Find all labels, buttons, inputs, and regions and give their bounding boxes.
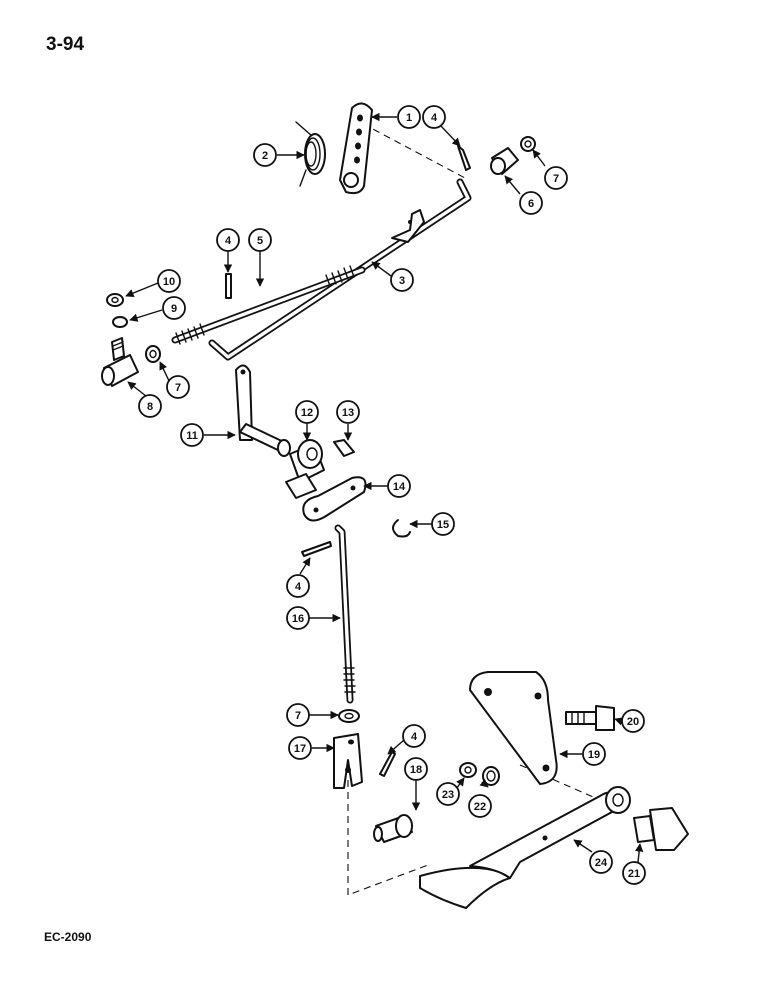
callout-10: 10 bbox=[157, 269, 181, 293]
svg-text:12: 12 bbox=[301, 407, 313, 419]
callout-17: 17 bbox=[288, 736, 312, 760]
svg-text:15: 15 bbox=[437, 519, 449, 531]
callout-5: 5 bbox=[248, 228, 272, 252]
callout-22: 22 bbox=[468, 794, 492, 818]
svg-text:4: 4 bbox=[431, 112, 438, 124]
hex-nut-top-part bbox=[520, 136, 536, 152]
svg-text:10: 10 bbox=[163, 276, 175, 288]
callout-3: 3 bbox=[390, 268, 414, 292]
svg-text:4: 4 bbox=[411, 731, 418, 743]
callout-6: 6 bbox=[519, 191, 543, 215]
callout-16: 16 bbox=[286, 606, 310, 630]
svg-text:18: 18 bbox=[410, 764, 422, 776]
cotter-pin-top-part bbox=[457, 145, 471, 171]
callout-leaders bbox=[125, 112, 644, 863]
callout-7-top: 7 bbox=[544, 166, 568, 190]
svg-text:16: 16 bbox=[292, 613, 304, 625]
pedal-part bbox=[419, 786, 631, 909]
vertical-rod-part bbox=[334, 524, 356, 704]
callout-8: 8 bbox=[138, 394, 162, 418]
hex-nut-left-part bbox=[145, 345, 161, 363]
lever-plate-part bbox=[339, 102, 373, 195]
callout-4-left: 4 bbox=[216, 228, 240, 252]
figure-code: EC-2090 bbox=[44, 930, 92, 944]
lever-arm-part bbox=[235, 364, 291, 457]
swivel-block-part bbox=[101, 337, 139, 387]
callout-21: 21 bbox=[622, 861, 646, 885]
nut-lower-part bbox=[459, 762, 477, 778]
long-rod-part bbox=[208, 178, 472, 361]
svg-text:22: 22 bbox=[474, 801, 486, 813]
callout-15: 15 bbox=[431, 512, 455, 536]
svg-text:19: 19 bbox=[588, 749, 600, 761]
callout-4-mid: 4 bbox=[286, 574, 310, 598]
svg-text:14: 14 bbox=[393, 481, 406, 493]
callout-9: 9 bbox=[162, 296, 186, 320]
bolt-upper-part bbox=[565, 705, 615, 731]
callout-23: 23 bbox=[436, 782, 460, 806]
svg-text:9: 9 bbox=[171, 303, 177, 315]
svg-text:20: 20 bbox=[627, 716, 639, 728]
svg-text:7: 7 bbox=[295, 710, 301, 722]
callout-20: 20 bbox=[621, 709, 645, 733]
callout-18: 18 bbox=[404, 757, 428, 781]
svg-text:8: 8 bbox=[147, 401, 153, 413]
torsion-spring-part bbox=[295, 121, 326, 187]
callout-24: 24 bbox=[589, 850, 613, 874]
svg-text:13: 13 bbox=[342, 407, 354, 419]
svg-text:3: 3 bbox=[399, 275, 405, 287]
svg-text:17: 17 bbox=[294, 743, 306, 755]
cotter-pin-left-part bbox=[225, 273, 232, 299]
svg-text:4: 4 bbox=[295, 581, 302, 593]
clevis-pin-part bbox=[373, 814, 413, 843]
svg-text:11: 11 bbox=[186, 430, 198, 442]
svg-text:1: 1 bbox=[406, 112, 412, 124]
svg-text:5: 5 bbox=[257, 235, 263, 247]
cotter-pin-lower-part bbox=[379, 751, 396, 777]
svg-text:4: 4 bbox=[225, 235, 232, 247]
callout-4-lower: 4 bbox=[402, 724, 426, 748]
page-number: 3-94 bbox=[46, 34, 85, 55]
bracket-part bbox=[469, 671, 558, 785]
roll-pin-part bbox=[333, 439, 355, 457]
alignment-lines bbox=[347, 117, 601, 896]
callout-19: 19 bbox=[582, 742, 606, 766]
callout-14: 14 bbox=[387, 474, 411, 498]
nut-part bbox=[106, 293, 124, 307]
callout-2: 2 bbox=[253, 143, 277, 167]
svg-text:7: 7 bbox=[553, 173, 559, 185]
svg-text:7: 7 bbox=[175, 382, 181, 394]
clevis-part bbox=[333, 733, 363, 789]
svg-text:2: 2 bbox=[262, 150, 268, 162]
bolt-lower-part bbox=[633, 807, 689, 851]
cotter-pin-mid-part bbox=[301, 541, 332, 557]
threaded-rod-part bbox=[171, 265, 366, 345]
hex-nut-lower-part bbox=[338, 709, 360, 723]
svg-text:24: 24 bbox=[595, 857, 608, 869]
callout-7-left: 7 bbox=[166, 375, 190, 399]
snap-ring-part bbox=[392, 519, 411, 538]
callout-1: 1 bbox=[397, 105, 421, 129]
collar-part bbox=[285, 439, 325, 499]
callout-4-top: 4 bbox=[422, 105, 446, 129]
svg-text:21: 21 bbox=[628, 868, 640, 880]
callout-11: 11 bbox=[180, 423, 204, 447]
cap-nut-part bbox=[490, 147, 519, 175]
svg-text:6: 6 bbox=[528, 198, 534, 210]
callout-12: 12 bbox=[295, 400, 319, 424]
callout-13: 13 bbox=[336, 400, 360, 424]
lock-washer-part bbox=[112, 316, 128, 328]
callout-7-lower: 7 bbox=[286, 703, 310, 727]
washer-part bbox=[482, 766, 500, 786]
link-plate-part bbox=[302, 476, 367, 522]
svg-text:23: 23 bbox=[442, 789, 454, 801]
